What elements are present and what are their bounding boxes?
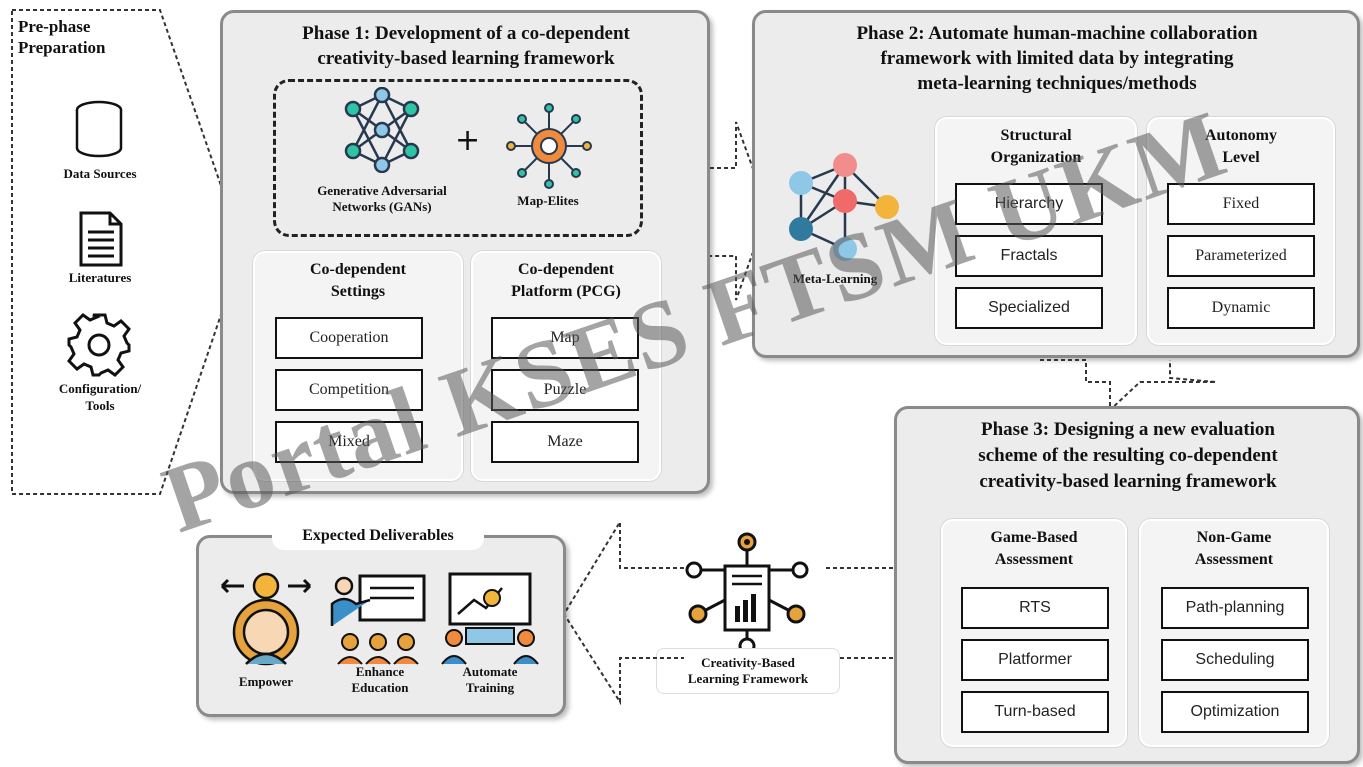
meta-learning-icon: [789, 153, 899, 261]
autonomy-title: Autonomy Level: [1204, 127, 1277, 166]
pre-phase-title: Pre-phase Preparation: [18, 17, 106, 57]
framework-report-icon: [685, 532, 809, 655]
setting-item: Competition: [275, 369, 423, 411]
framework-label-box: [656, 648, 840, 694]
game-assessment-item: RTS: [961, 587, 1109, 629]
connector-phase3-framework: [826, 567, 894, 659]
pre-phase-section: Pre-phase Preparation Data Sources Liter…: [0, 0, 240, 500]
training-icon: [441, 572, 539, 665]
game-assessment-title: Game-Based Assessment: [990, 529, 1078, 568]
nongame-assessment-title: Non-Game Assessment: [1194, 529, 1274, 568]
settings-title: Co-dependent Settings: [309, 261, 406, 300]
autonomy-item: Dynamic: [1167, 287, 1315, 329]
map-elites-icon: [506, 103, 592, 189]
structural-item: Fractals: [955, 235, 1103, 277]
game-assessment-item: Platformer: [961, 639, 1109, 681]
deliverables-title: Expected Deliverables: [302, 527, 454, 544]
phase1-panel: Phase 1: Development of a co-dependent c…: [220, 10, 710, 494]
deliverable-label: Automate Training: [462, 664, 518, 695]
deliverable-label: Enhance Education: [351, 664, 409, 695]
gan-label: Generative Adversarial Networks (GANs): [317, 183, 447, 214]
phase1-title: Phase 1: Development of a co-dependent c…: [302, 23, 630, 69]
nongame-assessment-item: Optimization: [1161, 691, 1309, 733]
structural-item: Hierarchy: [955, 183, 1103, 225]
setting-item: Mixed: [275, 421, 423, 463]
map-elites-label: Map-Elites: [517, 193, 579, 208]
pre-phase-item-label: Literatures: [68, 270, 132, 285]
deliverable-label: Empower: [238, 674, 294, 689]
platform-item: Maze: [491, 421, 639, 463]
autonomy-item: Fixed: [1167, 183, 1315, 225]
deliverables-title-tag: [272, 524, 484, 550]
game-assessment-item: Turn-based: [961, 691, 1109, 733]
neural-network-icon: [344, 87, 420, 173]
education-icon: [330, 574, 426, 665]
pre-phase-item-label: Configuration/ Tools: [58, 381, 142, 413]
autonomy-item: Parameterized: [1167, 235, 1315, 277]
phase3-panel: Phase 3: Designing a new evaluation sche…: [894, 406, 1360, 764]
arrow-framework-to-deliverables: [562, 518, 684, 706]
gear-icon: [67, 313, 131, 377]
structural-item: Specialized: [955, 287, 1103, 329]
phase3-title: Phase 3: Designing a new evaluation sche…: [978, 419, 1278, 492]
phase2-panel: Phase 2: Automate human-machine collabor…: [752, 10, 1360, 358]
pre-phase-item-label: Data Sources: [63, 166, 137, 181]
empower-icon: [220, 572, 312, 666]
nongame-assessment-item: Path-planning: [1161, 587, 1309, 629]
phase2-title: Phase 2: Automate human-machine collabor…: [856, 23, 1258, 94]
model-combo-box: [273, 79, 643, 237]
plus-sign: +: [455, 123, 481, 158]
structural-title: Structural Organization: [990, 127, 1082, 166]
platform-item: Puzzle: [491, 369, 639, 411]
setting-item: Cooperation: [275, 317, 423, 359]
platform-item: Map: [491, 317, 639, 359]
framework-label: Creativity-Based Learning Framework: [687, 655, 809, 686]
database-icon: [75, 100, 123, 158]
meta-learning-label: Meta-Learning: [792, 271, 878, 286]
document-icon: [79, 211, 123, 267]
platform-title: Co-dependent Platform (PCG): [511, 261, 621, 300]
nongame-assessment-item: Scheduling: [1161, 639, 1309, 681]
